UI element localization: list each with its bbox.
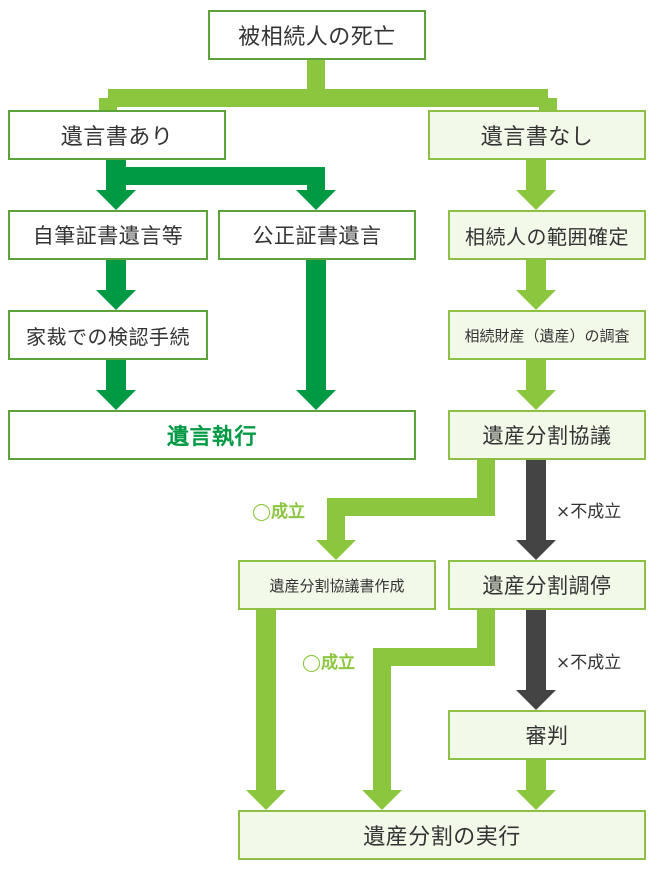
arrow-head — [516, 790, 556, 810]
node-division-mediation: 遺産分割調停 — [448, 560, 646, 610]
arrow-head — [516, 290, 556, 310]
node-division-agreement: 遺産分割協議 — [448, 410, 646, 460]
label-failed-2: ×不成立 — [556, 653, 622, 673]
node-no-will: 遺言書なし — [428, 110, 646, 160]
arrow-head — [96, 290, 136, 310]
label-established-2: ◯成立 — [302, 653, 356, 673]
node-heir-scope: 相続人の範囲確定 — [448, 210, 646, 260]
node-adjudication: 審判 — [448, 710, 646, 760]
arrow-death-split — [99, 60, 557, 112]
arrow-head — [362, 790, 402, 810]
node-estate-survey: 相続財産（遺産）の調査 — [448, 310, 646, 360]
node-will-exists: 遺言書あり — [8, 110, 226, 160]
arrow-head — [96, 190, 136, 210]
node-holographic-will: 自筆証書遺言等 — [8, 210, 208, 260]
node-will-execution: 遺言執行 — [8, 410, 416, 460]
arrow-head — [516, 390, 556, 410]
node-division-execution: 遺産分割の実行 — [238, 810, 646, 860]
arrow-head — [316, 540, 356, 560]
node-notarized-will: 公正証書遺言 — [218, 210, 416, 260]
node-agreement-document: 遺産分割協議書作成 — [238, 560, 436, 610]
arrow-agreement-to-document — [327, 460, 495, 542]
node-family-court-probate: 家裁での検認手続 — [8, 310, 208, 360]
arrow-head — [96, 390, 136, 410]
arrow-head — [296, 390, 336, 410]
arrow-head — [246, 790, 286, 810]
arrow-head — [296, 190, 336, 210]
label-failed-1: ×不成立 — [556, 502, 622, 522]
node-death: 被相続人の死亡 — [208, 10, 426, 60]
arrow-head — [516, 690, 556, 710]
label-established-1: ◯成立 — [252, 502, 306, 522]
arrow-mediation-to-final — [373, 610, 495, 792]
arrow-will-to-notarized — [126, 167, 325, 192]
arrow-head — [516, 540, 556, 560]
arrow-head — [516, 190, 556, 210]
